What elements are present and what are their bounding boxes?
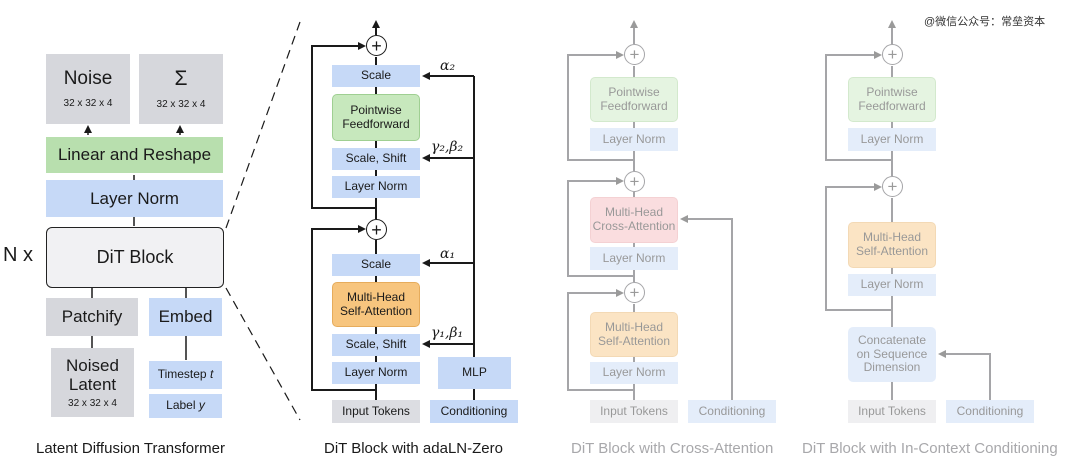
cross-mhca: Multi-Head Cross-Attention xyxy=(590,197,678,243)
adaln-conditioning: Conditioning xyxy=(430,400,518,423)
label-var: y xyxy=(198,398,205,413)
label-label: Label xyxy=(166,398,196,413)
alpha2-label: α₂ xyxy=(440,58,456,74)
n-times-label: N x xyxy=(3,244,33,266)
adaln-layer-norm-bottom: Layer Norm xyxy=(332,362,420,384)
cross-caption: DiT Block with Cross-Attention xyxy=(571,440,774,457)
cross-layer-norm-2: Layer Norm xyxy=(590,247,678,270)
dit-block-box: DiT Block xyxy=(46,227,224,288)
latent-dim: 32 x 32 x 4 xyxy=(68,397,117,409)
sigma-label: Σ xyxy=(174,67,188,91)
adaln-scale-bottom: Scale xyxy=(332,254,420,276)
gamma1-beta1-label: γ₁,β₁ xyxy=(431,325,464,341)
adaln-scale-shift-top: Scale, Shift xyxy=(332,148,420,170)
timestep-box: Timestep t xyxy=(149,361,222,389)
adaln-layer-norm-top: Layer Norm xyxy=(332,176,420,198)
incontext-caption: DiT Block with In-Context Conditioning xyxy=(802,440,1058,457)
adaln-scale-top: Scale xyxy=(332,65,420,87)
gamma2-beta2-label: γ₂,β₂ xyxy=(431,139,464,155)
cross-layer-norm-1: Layer Norm xyxy=(590,128,678,151)
adaln-input-tokens: Input Tokens xyxy=(332,400,420,423)
sigma-dim: 32 x 32 x 4 xyxy=(156,99,206,111)
incontext-pointwise-ff: Pointwise Feedforward xyxy=(848,77,936,122)
noise-dim: 32 x 32 x 4 xyxy=(63,98,113,110)
adaln-scale-shift-bottom: Scale, Shift xyxy=(332,334,420,356)
noise-label: Noise xyxy=(63,68,113,90)
adaln-add-top-icon: + xyxy=(366,35,387,56)
incontext-layer-norm-1: Layer Norm xyxy=(848,128,936,151)
adaln-caption: DiT Block with adaLN-Zero xyxy=(324,440,503,457)
adaln-mlp: MLP xyxy=(438,357,511,389)
cross-add-1-icon: + xyxy=(624,44,645,65)
incontext-add-2-icon: + xyxy=(882,176,903,197)
latent-label: Latent xyxy=(68,375,117,395)
noised-label: Noised xyxy=(66,355,119,375)
patchify-box: Patchify xyxy=(46,298,138,336)
left-layer-norm-box: Layer Norm xyxy=(46,180,223,217)
noise-output-box: Noise 32 x 32 x 4 xyxy=(46,54,130,124)
alpha1-label: α₁ xyxy=(440,246,456,262)
cross-add-2-icon: + xyxy=(624,171,645,192)
cross-input-tokens: Input Tokens xyxy=(590,400,678,423)
cross-pointwise-ff: Pointwise Feedforward xyxy=(590,77,678,122)
label-box: Label y xyxy=(149,394,222,418)
incontext-mhsa: Multi-Head Self-Attention xyxy=(848,222,936,268)
linear-reshape-box: Linear and Reshape xyxy=(46,137,223,173)
incontext-concat: Concatenate on Sequence Dimension xyxy=(848,327,936,382)
incontext-add-1-icon: + xyxy=(882,44,903,65)
adaln-add-bottom-icon: + xyxy=(366,219,387,240)
cross-mhsa: Multi-Head Self-Attention xyxy=(590,312,678,357)
timestep-label: Timestep xyxy=(157,367,207,382)
cross-add-3-icon: + xyxy=(624,282,645,303)
embed-box: Embed xyxy=(149,298,222,336)
incontext-layer-norm-2: Layer Norm xyxy=(848,274,936,296)
noised-latent-box: Noised Latent 32 x 32 x 4 xyxy=(51,348,134,417)
timestep-var: t xyxy=(209,367,214,382)
adaln-mhsa: Multi-Head Self-Attention xyxy=(332,282,420,327)
cross-conditioning: Conditioning xyxy=(688,400,776,423)
left-caption: Latent Diffusion Transformer xyxy=(36,440,225,457)
incontext-input-tokens: Input Tokens xyxy=(848,400,936,423)
sigma-output-box: Σ 32 x 32 x 4 xyxy=(139,54,223,124)
cross-layer-norm-3: Layer Norm xyxy=(590,362,678,384)
adaln-pointwise-ff: Pointwise Feedforward xyxy=(332,94,420,141)
watermark-text: @微信公众号：常垒资本 xyxy=(924,16,1046,28)
incontext-conditioning: Conditioning xyxy=(946,400,1034,423)
